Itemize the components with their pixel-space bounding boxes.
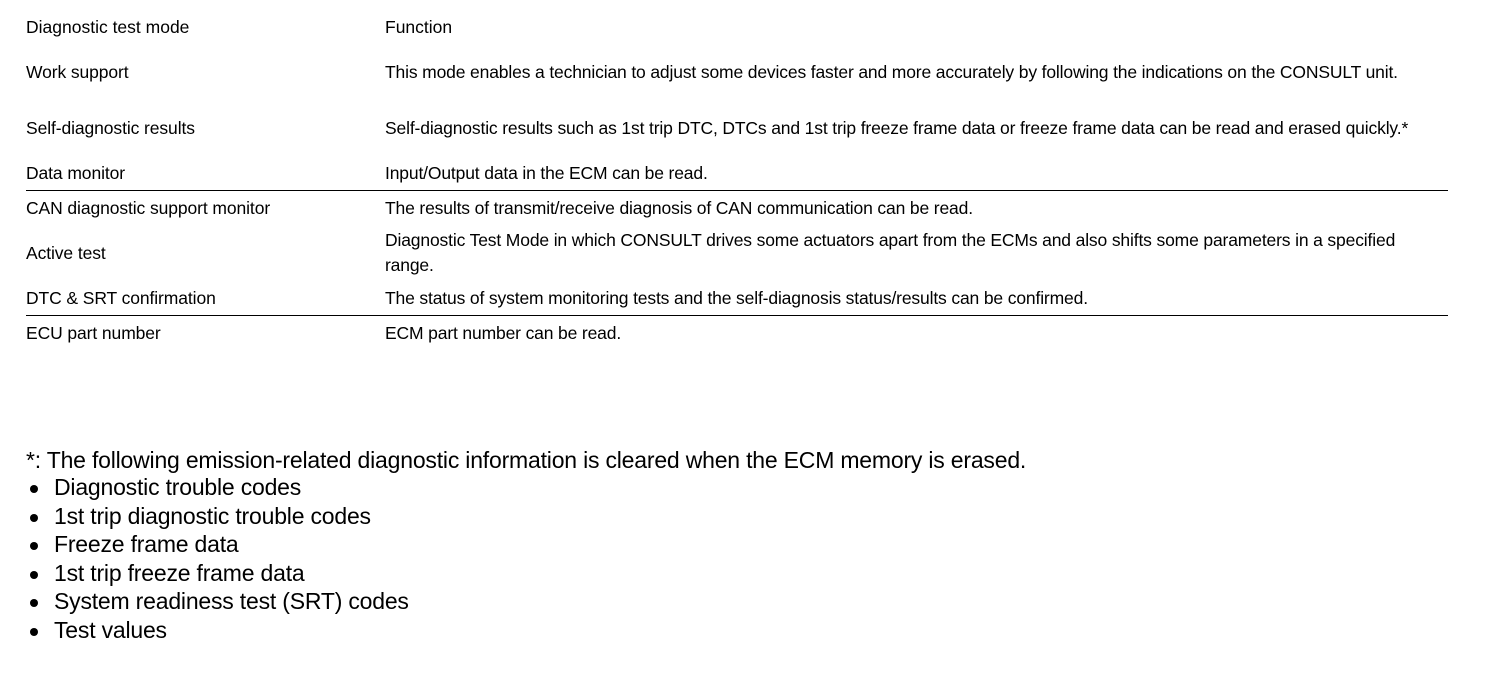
column-header-function: Function [385, 16, 453, 37]
list-item-label: Test values [54, 616, 167, 643]
cell-mode: Active test [26, 242, 106, 263]
list-item: 1st trip freeze frame data [26, 559, 1466, 586]
cell-mode: Data monitor [26, 156, 385, 191]
bullet-icon [30, 542, 38, 550]
footnote-lead-text: *: The following emission-related diagno… [26, 447, 1027, 473]
list-item-label: Diagnostic trouble codes [54, 474, 302, 500]
cell-function: Diagnostic Test Mode in which CONSULT dr… [385, 230, 1396, 275]
footnote-list: Diagnostic trouble codes 1st trip diagno… [26, 476, 1466, 642]
list-item-label: 1st trip diagnostic trouble codes [54, 502, 371, 529]
bullet-icon [30, 485, 38, 493]
table-row: Active test Diagnostic Test Mode in whic… [26, 225, 1448, 281]
cell-function: The status of system monitoring tests an… [385, 281, 1448, 316]
bullet-icon [30, 513, 38, 522]
cell-mode: CAN diagnostic support monitor [26, 197, 271, 218]
cell-mode: DTC & SRT confirmation [26, 281, 385, 316]
table-header-row: Diagnostic test mode Function [26, 10, 1448, 44]
diagnostic-test-mode-table-wrapper: Diagnostic test mode Function Work suppo… [26, 10, 1448, 350]
bullet-icon [30, 599, 38, 607]
table-row: Work support This mode enables a technic… [26, 44, 1448, 100]
list-item: Test values [26, 616, 1466, 643]
list-item: Freeze frame data [26, 533, 1466, 556]
list-item: System readiness test (SRT) codes [26, 590, 1466, 613]
diagnostic-test-mode-table: Diagnostic test mode Function Work suppo… [26, 10, 1448, 350]
cell-function: Input/Output data in the ECM can be read… [385, 156, 1448, 191]
cell-mode: Self-diagnostic results [26, 117, 195, 138]
table-row: CAN diagnostic support monitor The resul… [26, 191, 1448, 226]
cell-function: ECM part number can be read. [385, 322, 622, 343]
table-row: ECU part number ECM part number can be r… [26, 316, 1448, 351]
table-row: DTC & SRT confirmation The status of sys… [26, 281, 1448, 316]
table-row: Self-diagnostic results Self-diagnostic … [26, 100, 1448, 156]
bullet-icon [30, 627, 38, 636]
column-header-diagnostic-test-mode: Diagnostic test mode [26, 16, 190, 37]
list-item-label: System readiness test (SRT) codes [54, 588, 409, 614]
cell-function: The results of transmit/receive diagnosi… [385, 197, 973, 218]
list-item: Diagnostic trouble codes [26, 476, 1466, 499]
table-row: Data monitor Input/Output data in the EC… [26, 156, 1448, 191]
list-item-label: 1st trip freeze frame data [54, 559, 305, 586]
cell-function: This mode enables a technician to adjust… [385, 61, 1398, 82]
cell-mode: ECU part number [26, 322, 161, 343]
list-item-label: Freeze frame data [54, 531, 239, 557]
cell-mode: Work support [26, 61, 129, 82]
cell-function: Self-diagnostic results such as 1st trip… [385, 117, 1409, 138]
footnote-block: *: The following emission-related diagno… [26, 449, 1466, 647]
bullet-icon [30, 570, 38, 579]
list-item: 1st trip diagnostic trouble codes [26, 502, 1466, 529]
